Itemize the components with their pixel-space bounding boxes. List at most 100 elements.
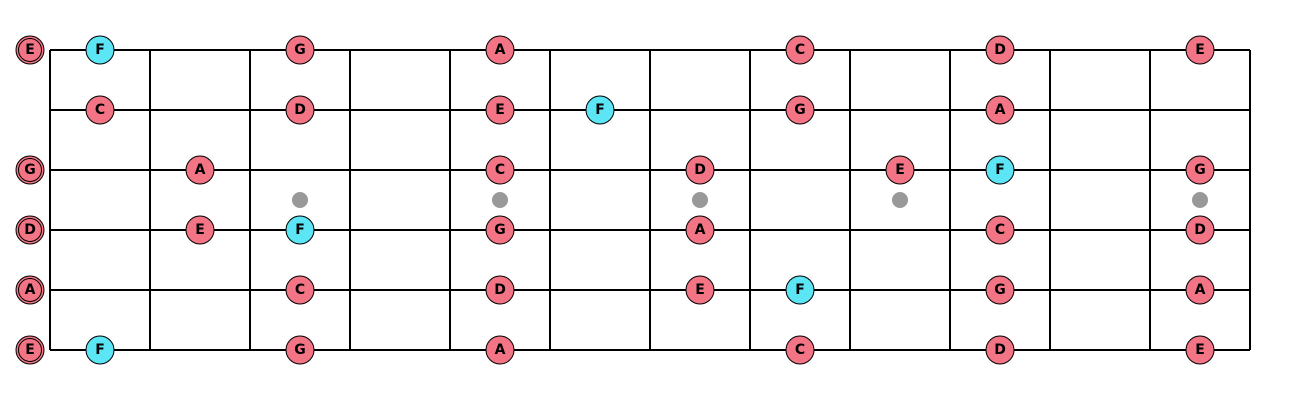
- fret-inlays: [292, 192, 1208, 208]
- open-string-label: E: [25, 42, 35, 58]
- note-label: G: [494, 222, 506, 238]
- open-string-marker-d: D: [15, 215, 45, 245]
- note-marker-c: C: [285, 275, 315, 305]
- inlay-dot-fret-3: [292, 192, 308, 208]
- note-marker-f-highlighted: F: [85, 335, 115, 365]
- note-circle: [785, 95, 815, 125]
- note-marker-c: C: [785, 335, 815, 365]
- note-marker-d: D: [1185, 215, 1215, 245]
- note-circle: [785, 35, 815, 65]
- note-marker-g: G: [285, 335, 315, 365]
- note-circle: [1185, 215, 1215, 245]
- note-label: F: [95, 342, 105, 358]
- note-marker-a: A: [1185, 275, 1215, 305]
- note-marker-f-highlighted: F: [585, 95, 615, 125]
- note-label: C: [795, 342, 805, 358]
- inlay-dot-fret-5: [492, 192, 508, 208]
- open-string-label: D: [24, 222, 36, 238]
- note-circle: [285, 335, 315, 365]
- note-marker-c: C: [85, 95, 115, 125]
- note-circle: [85, 95, 115, 125]
- note-label: A: [495, 342, 506, 358]
- note-label: F: [995, 162, 1005, 178]
- note-label: A: [495, 42, 506, 58]
- note-label: C: [995, 222, 1005, 238]
- note-circle: [985, 35, 1015, 65]
- note-label: A: [695, 222, 706, 238]
- note-markers: F G A C D E C D E F G A A C D E F G E F G A C D C D E F G A F G A C D E: [85, 35, 1215, 365]
- note-label: D: [1194, 222, 1206, 238]
- note-label: G: [1194, 162, 1206, 178]
- note-label: E: [1195, 42, 1205, 58]
- note-marker-e: E: [1185, 35, 1215, 65]
- note-marker-g: G: [985, 275, 1015, 305]
- note-marker-e: E: [885, 155, 915, 185]
- note-marker-c: C: [785, 35, 815, 65]
- note-circle: [285, 275, 315, 305]
- note-label: D: [994, 342, 1006, 358]
- note-marker-d: D: [285, 95, 315, 125]
- note-label: D: [294, 102, 306, 118]
- note-marker-a: A: [185, 155, 215, 185]
- note-label: D: [994, 42, 1006, 58]
- note-marker-g: G: [1185, 155, 1215, 185]
- note-circle: [785, 275, 815, 305]
- note-marker-f-highlighted: F: [285, 215, 315, 245]
- note-circle: [985, 155, 1015, 185]
- note-marker-e: E: [1185, 335, 1215, 365]
- note-label: E: [895, 162, 905, 178]
- note-circle: [585, 95, 615, 125]
- inlay-dot-fret-7: [692, 192, 708, 208]
- note-label: C: [495, 162, 505, 178]
- note-marker-e: E: [485, 95, 515, 125]
- note-label: D: [694, 162, 706, 178]
- note-marker-a: A: [985, 95, 1015, 125]
- note-circle: [985, 215, 1015, 245]
- note-circle: [1185, 275, 1215, 305]
- open-string-label: G: [24, 162, 36, 178]
- note-circle: [985, 95, 1015, 125]
- inlay-dot-fret-12: [1192, 192, 1208, 208]
- note-label: A: [195, 162, 206, 178]
- note-circle: [285, 95, 315, 125]
- note-marker-e: E: [185, 215, 215, 245]
- note-marker-a: A: [485, 335, 515, 365]
- note-circle: [785, 335, 815, 365]
- note-circle: [485, 215, 515, 245]
- note-circle: [485, 275, 515, 305]
- note-label: G: [794, 102, 806, 118]
- note-circle: [1185, 35, 1215, 65]
- note-circle: [985, 335, 1015, 365]
- note-circle: [185, 215, 215, 245]
- note-label: E: [1195, 342, 1205, 358]
- note-circle: [685, 155, 715, 185]
- note-marker-a: A: [685, 215, 715, 245]
- note-label: F: [795, 282, 805, 298]
- note-circle: [85, 35, 115, 65]
- note-label: D: [494, 282, 506, 298]
- note-marker-c: C: [985, 215, 1015, 245]
- note-circle: [685, 275, 715, 305]
- note-marker-d: D: [985, 35, 1015, 65]
- note-marker-g: G: [785, 95, 815, 125]
- note-marker-e: E: [685, 275, 715, 305]
- note-marker-d: D: [685, 155, 715, 185]
- open-string-marker-g: G: [15, 155, 45, 185]
- note-circle: [185, 155, 215, 185]
- note-marker-d: D: [485, 275, 515, 305]
- note-marker-f-highlighted: F: [85, 35, 115, 65]
- note-label: E: [195, 222, 205, 238]
- note-circle: [85, 335, 115, 365]
- note-marker-g: G: [285, 35, 315, 65]
- note-marker-f-highlighted: F: [985, 155, 1015, 185]
- note-marker-f-highlighted: F: [785, 275, 815, 305]
- open-string-label: E: [25, 342, 35, 358]
- note-circle: [485, 335, 515, 365]
- note-label: G: [294, 342, 306, 358]
- note-label: A: [995, 102, 1006, 118]
- note-marker-a: A: [485, 35, 515, 65]
- note-label: C: [95, 102, 105, 118]
- note-label: F: [295, 222, 305, 238]
